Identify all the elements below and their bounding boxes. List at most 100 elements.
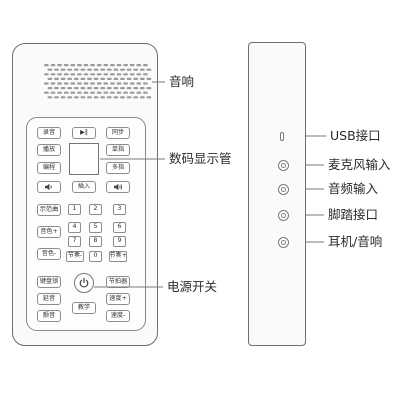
- grille-hole: [93, 68, 99, 71]
- tone-minus-button[interactable]: 音色-: [37, 248, 61, 260]
- digit-key[interactable]: 5: [89, 222, 102, 233]
- grille-hole: [129, 91, 135, 94]
- grille-hole: [133, 77, 139, 80]
- grille-hole: [120, 96, 125, 99]
- grille-hole: [60, 96, 66, 99]
- grille-hole: [87, 77, 92, 80]
- grille-hole: [44, 82, 49, 85]
- grille-hole: [103, 64, 109, 67]
- grille-hole: [54, 77, 59, 80]
- mic-port: [278, 160, 289, 171]
- digit-key[interactable]: 6: [113, 222, 126, 233]
- speaker-label: 音响: [169, 74, 195, 89]
- demo-song-button[interactable]: 示范曲: [37, 204, 61, 216]
- grille-hole: [129, 73, 135, 76]
- grille-hole: [57, 91, 62, 94]
- multi-finger-button[interactable]: 多指: [106, 162, 130, 174]
- rhythm-minus-button[interactable]: 节奏-: [66, 251, 84, 262]
- grille-hole: [106, 77, 112, 80]
- grille-hole: [110, 82, 115, 85]
- digit-key[interactable]: 1: [68, 204, 81, 215]
- grille-hole: [54, 87, 59, 90]
- sustain-button[interactable]: 延音: [37, 293, 61, 305]
- grille-hole: [67, 96, 73, 99]
- digit-key[interactable]: 0: [89, 251, 102, 262]
- keyboard-lock-button[interactable]: 键盘锁: [37, 276, 61, 288]
- mic-input-label: 麦克风输入: [328, 157, 391, 172]
- teach-button[interactable]: 教学: [72, 302, 96, 314]
- grille-hole: [90, 73, 95, 76]
- grille-hole: [80, 87, 86, 90]
- grille-hole: [90, 91, 95, 94]
- grille-hole: [110, 64, 115, 67]
- grille-hole: [70, 73, 76, 76]
- grille-hole: [60, 87, 66, 90]
- digit-key[interactable]: 9: [113, 236, 126, 247]
- grille-hole: [73, 68, 79, 71]
- digit-key[interactable]: 2: [89, 204, 102, 215]
- digit-key[interactable]: 4: [68, 222, 81, 233]
- audio-input-label: 音频输入: [328, 181, 379, 196]
- play-pause-button[interactable]: ▶‖: [72, 127, 96, 139]
- digit-key[interactable]: 8: [89, 236, 102, 247]
- grille-hole: [136, 64, 142, 67]
- grille-hole: [133, 87, 139, 90]
- grille-hole: [126, 77, 132, 80]
- grille-hole: [143, 73, 148, 76]
- grille-hole: [126, 96, 132, 99]
- grille-hole: [100, 68, 106, 71]
- grille-hole: [77, 73, 82, 76]
- grille-hole: [126, 68, 132, 71]
- grille-hole: [116, 91, 122, 94]
- grille-hole: [54, 96, 59, 99]
- grille-hole: [83, 91, 89, 94]
- sync-button[interactable]: 同步: [106, 127, 130, 139]
- grille-hole: [67, 68, 73, 71]
- speed-plus-button[interactable]: 速度+: [106, 293, 130, 305]
- record-button[interactable]: 录音: [37, 127, 61, 139]
- grille-hole: [90, 64, 95, 67]
- grille-hole: [136, 91, 142, 94]
- metronome-button[interactable]: 节拍器: [106, 276, 130, 288]
- play-button[interactable]: 播放: [37, 144, 61, 156]
- single-finger-button[interactable]: 单指: [106, 144, 130, 156]
- grille-hole: [120, 87, 125, 90]
- grille-hole: [50, 64, 56, 67]
- insert-button[interactable]: 插入: [72, 181, 96, 193]
- grille-hole: [70, 82, 76, 85]
- tone-plus-button[interactable]: 音色+: [37, 226, 61, 238]
- headphone-label: 耳机/音响: [328, 234, 383, 249]
- grille-hole: [93, 87, 99, 90]
- grille-hole: [110, 91, 115, 94]
- grille-hole: [106, 68, 112, 71]
- digit-key[interactable]: 7: [68, 236, 81, 247]
- grille-hole: [146, 68, 152, 71]
- power-button[interactable]: [74, 273, 94, 293]
- grille-hole: [123, 91, 128, 94]
- grille-hole: [116, 82, 122, 85]
- grille-hole: [83, 82, 89, 85]
- usb-label: USB接口: [330, 128, 381, 143]
- vibrato-button[interactable]: 颤音: [37, 310, 61, 322]
- grille-hole: [123, 82, 128, 85]
- program-button[interactable]: 编程: [37, 162, 61, 174]
- rhythm-plus-button[interactable]: 节奏+: [109, 251, 127, 262]
- grille-hole: [77, 64, 82, 67]
- grille-hole: [133, 96, 139, 99]
- grille-hole: [139, 68, 145, 71]
- grille-hole: [57, 82, 62, 85]
- grille-hole: [123, 73, 128, 76]
- grille-hole: [83, 64, 89, 67]
- grille-hole: [83, 73, 89, 76]
- grille-hole: [90, 82, 95, 85]
- grille-hole: [73, 87, 79, 90]
- speed-minus-button[interactable]: 速度-: [106, 310, 130, 322]
- grille-hole: [73, 77, 79, 80]
- audio-in-port: [278, 184, 289, 195]
- digit-key[interactable]: 3: [113, 204, 126, 215]
- volume-up-button[interactable]: [106, 181, 130, 193]
- grille-hole: [44, 73, 49, 76]
- volume-down-button[interactable]: [37, 181, 61, 193]
- grille-hole: [96, 64, 102, 67]
- grille-hole: [110, 73, 115, 76]
